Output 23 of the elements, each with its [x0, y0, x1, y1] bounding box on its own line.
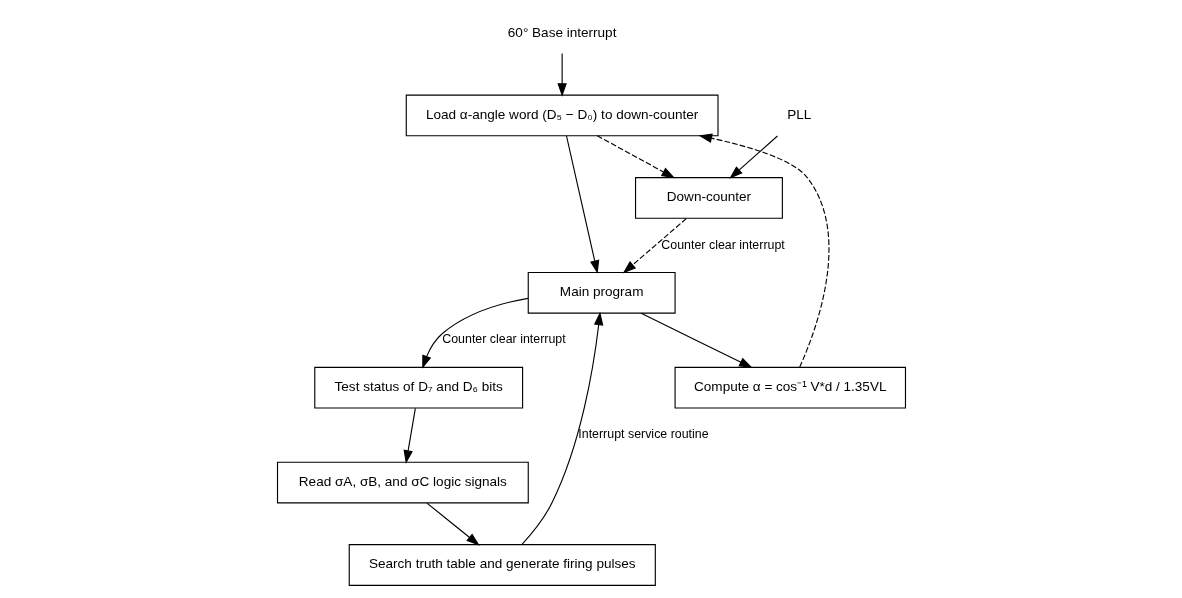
node-text: PLL	[786, 106, 811, 122]
arrow	[640, 312, 753, 369]
node-box: Search truth table and generate firing pulses	[348, 544, 656, 586]
edge-label: Interrupt service routine	[577, 427, 709, 442]
node-box: Load α-angle word (D₅ − D₀) to down-counter	[405, 94, 719, 137]
arrow	[622, 218, 687, 274]
arrow	[556, 53, 567, 97]
arrow	[698, 133, 829, 368]
arrow	[425, 502, 480, 546]
arrow	[596, 135, 675, 179]
arrow	[403, 407, 416, 464]
node-text: 60° Base interrupt	[507, 24, 616, 40]
node-box: Compute α = cos⁻¹ V*d / 1.35VL	[674, 366, 906, 409]
node-box: Down-counter	[634, 177, 783, 219]
edge-label: Counter clear interrupt	[660, 237, 785, 252]
arrow	[421, 297, 529, 369]
node-box: Test status of D₇ and D₆ bits	[313, 366, 523, 409]
arrow	[565, 135, 599, 274]
node-box: Main program	[527, 271, 676, 314]
arrow	[520, 311, 603, 546]
arrow	[728, 135, 778, 179]
node-box: Read σA, σB, and σC logic signals	[276, 461, 529, 504]
edge-label: Counter clear interrupt	[441, 332, 566, 347]
